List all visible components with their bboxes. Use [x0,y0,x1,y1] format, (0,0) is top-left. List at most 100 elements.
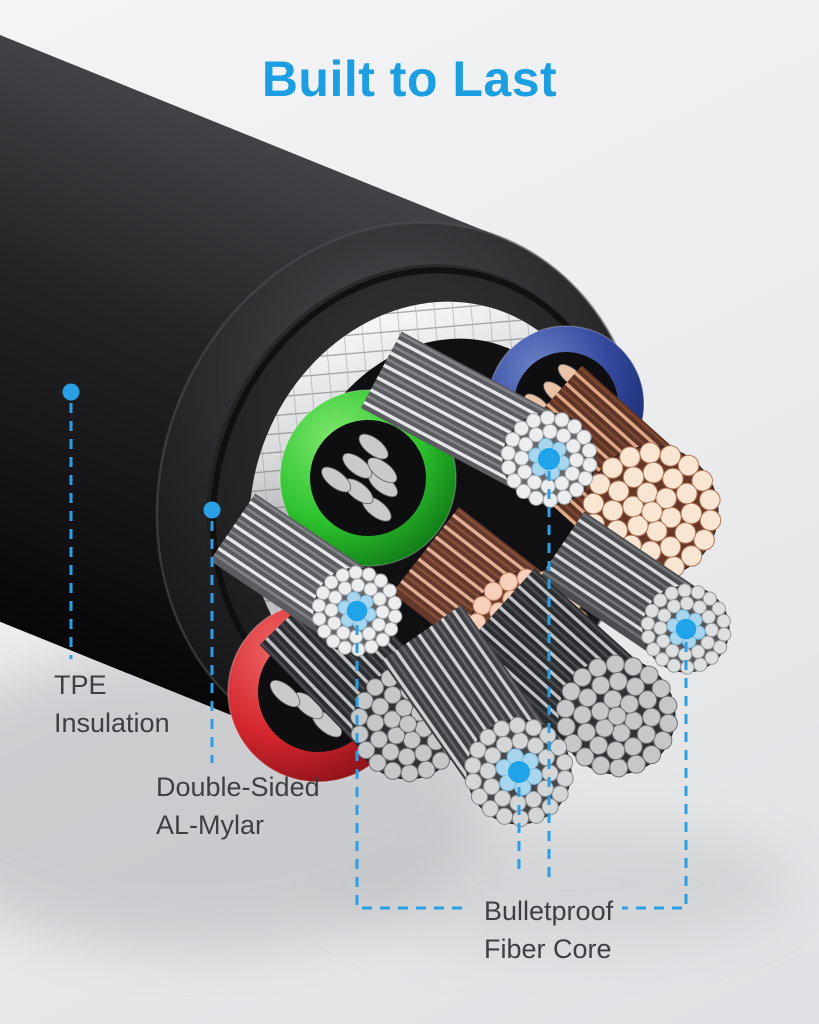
wire-strand [702,591,717,606]
sheath-strand-tip [321,466,352,493]
label-fiber-line1: Bulletproof [484,896,614,926]
wire-strand [582,492,605,515]
wire-strand [372,591,387,607]
wire-strand [526,737,545,755]
wire-strand [693,657,708,672]
wire-strand [387,595,402,611]
white-wire-bundle-right [539,511,732,675]
wire-strand [642,745,662,765]
fiber-core-dot [346,600,368,622]
page-title: Built to Last [261,51,558,107]
fiber-core-dot [538,448,560,470]
wire-strand [556,717,576,737]
wire-strand [636,724,656,744]
wire-strand [481,800,499,818]
fiber-core-dot [675,618,697,640]
wire-strand [677,583,692,598]
wire-strand [642,707,662,727]
sheath-strand-tip [269,679,301,708]
wire-strand [350,707,369,727]
label-tpe-line1: TPE [54,670,107,700]
wire-strand [577,470,593,487]
wire-strand [501,459,517,476]
wire-strand [692,600,707,615]
wire-strand [472,596,492,616]
wire-strand [601,499,624,522]
wire-strand [625,677,645,697]
wire-strand [619,446,641,468]
wire-strand [588,658,608,678]
wire-strand [608,671,628,691]
wire-strand [375,604,390,620]
wire-strand [371,697,390,716]
wire-strand [626,754,646,774]
wire-strand [677,454,700,477]
wire-strand [518,436,534,453]
wire-strand [527,806,545,824]
wire-strand [500,445,516,461]
wire-strand [565,438,581,454]
wire-strand [606,741,626,761]
wire-bundles [210,325,732,828]
callout-dot-tpe [62,383,80,401]
white-wire-bundle-top [360,331,598,508]
wire-strand [537,748,556,767]
fiber-core-dot [508,761,530,783]
label-al-mylar: Double-Sided AL-Mylar [156,768,320,844]
wire-strand [576,429,592,445]
wire-strand [483,581,503,601]
wire-strand [556,699,576,719]
wire-strand [371,617,386,632]
wire-strand [479,762,497,780]
wire-strand [716,613,731,629]
wire-strand [397,747,416,766]
wire-strand [381,742,400,761]
wire-strand [515,483,532,500]
wire-strand [348,565,363,580]
wire-strand [589,735,609,755]
wire-strand [337,640,353,655]
wire-strand [513,450,530,466]
wire-strand [366,678,385,697]
wire-strand [368,753,387,772]
wire-strand [659,445,682,467]
wire-strand [482,777,501,796]
wire-strand [528,490,544,506]
wire-strand [665,643,680,658]
label-tpe-insulation: TPE Insulation [54,666,170,742]
wire-strand [655,487,677,510]
wire-strand [638,690,658,710]
wire-strand [636,482,658,504]
wire-strand [400,764,419,783]
wire-strand [350,578,366,593]
wire-strand [712,639,728,655]
wire-strand [350,725,369,744]
wire-strand [324,575,339,590]
wire-strand [607,706,627,726]
wire-strand [556,489,572,505]
wire-strand [572,705,592,725]
wire-strand [656,633,671,649]
wire-strand [653,593,668,608]
wire-strand [582,457,598,473]
wire-strand [674,522,697,544]
wire-strand [369,730,389,749]
wire-strand [383,761,402,780]
wire-strand [464,756,482,774]
wire-strand [601,457,624,479]
wire-strand [508,716,527,735]
wire-strand [554,412,570,428]
wire-strand [364,639,379,654]
label-fiber-core: Bulletproof Fiber Core [484,892,613,968]
wire-strand [575,747,595,767]
wire-strand [526,474,543,490]
wire-strand [658,695,678,715]
gray-wire-bundle-bottomright [461,568,678,778]
wire-strand [609,758,629,778]
wire-strand [526,413,542,429]
wire-strand [382,583,397,598]
callout-dot-mylar [203,501,221,519]
wire-strand [469,741,487,759]
wire-strand [517,464,533,480]
